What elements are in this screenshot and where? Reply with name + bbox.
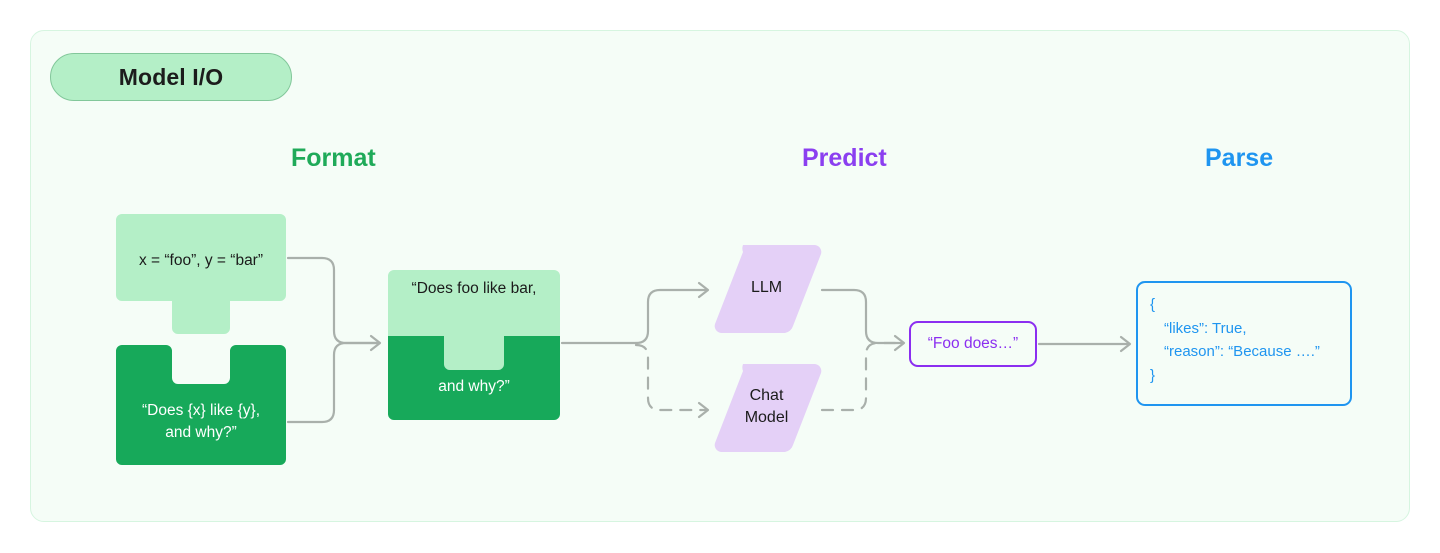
model-io-badge-label: Model I/O <box>118 63 224 90</box>
combined-top-half <box>388 270 560 370</box>
puzzle-piece-variables[interactable]: x = “foo”, y = “bar” <box>116 214 286 336</box>
puzzle-piece-combined-shape <box>388 270 560 420</box>
combined-bottom-half <box>388 336 560 420</box>
puzzle-piece-variables-shape <box>116 214 286 334</box>
model-io-badge: Model I/O <box>50 53 292 101</box>
section-heading-parse: Parse <box>1205 144 1274 172</box>
puzzle-piece-combined[interactable]: “Does foo like bar, and why?” <box>388 270 560 420</box>
model-output-box[interactable]: “Foo does…” <box>909 321 1037 367</box>
puzzle-piece-template[interactable]: “Does {x} like {y}, and why?” <box>116 345 286 467</box>
model-node-llm-shape <box>714 245 822 333</box>
json-line-3: } <box>1150 367 1156 385</box>
puzzle-piece-combined-top-text: “Does foo like bar, <box>411 280 537 297</box>
puzzle-piece-combined-bottom-text: and why?” <box>438 378 510 395</box>
section-heading-predict: Predict <box>802 144 887 172</box>
model-node-chat-shape <box>714 364 822 452</box>
model-output-text: “Foo does…” <box>927 335 1019 352</box>
json-line-1: “likes”: True, <box>1164 319 1247 337</box>
model-node-llm[interactable]: LLM <box>713 245 822 333</box>
json-line-0: { <box>1150 296 1156 313</box>
model-node-chat[interactable]: Chat Model <box>713 364 822 452</box>
section-heading-format: Format <box>291 144 376 172</box>
parsed-json-box[interactable]: { “likes”: True, “reason”: “Because ….” … <box>1136 281 1352 406</box>
puzzle-piece-template-shape <box>116 345 286 465</box>
json-line-2: “reason”: “Because ….” <box>1164 343 1320 361</box>
